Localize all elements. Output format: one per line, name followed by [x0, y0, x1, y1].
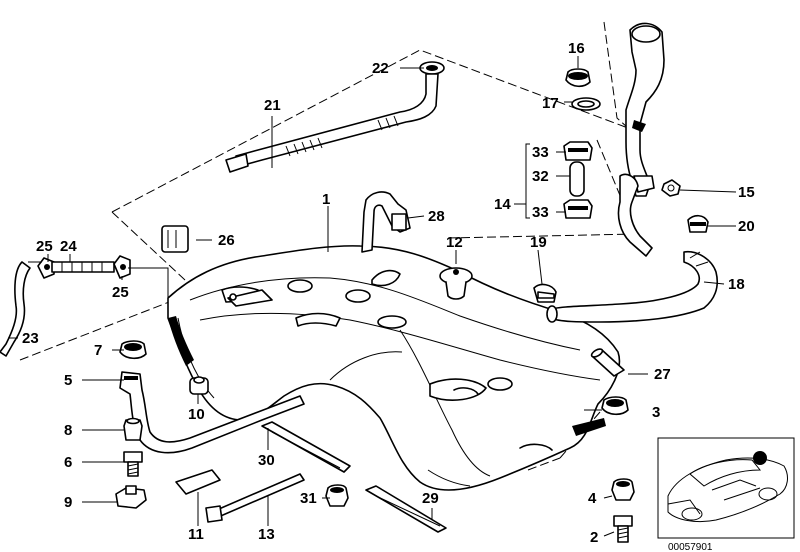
part-25-clamp-right	[113, 255, 131, 279]
part-11-pad	[175, 469, 221, 495]
callout-26: 26	[218, 232, 235, 249]
callout-33-lower: 33	[532, 204, 549, 221]
part-32-hose	[569, 161, 585, 197]
part-21-vent-pipe	[225, 73, 439, 173]
callout-23: 23	[22, 330, 39, 347]
part-13-cable-tie	[205, 473, 305, 523]
callout-17: 17	[542, 95, 559, 112]
part-30-heat-shield	[261, 421, 351, 473]
leader-lines	[8, 56, 737, 537]
part-15-nut	[661, 179, 681, 197]
callout-20: 20	[738, 218, 755, 235]
callout-25-right: 25	[112, 284, 129, 301]
part-29-heat-shield	[365, 485, 447, 533]
callout-24: 24	[60, 238, 77, 255]
dashed-reference-lines	[19, 21, 637, 471]
callout-31: 31	[300, 490, 317, 507]
callout-13: 13	[258, 526, 275, 543]
callout-11: 11	[188, 526, 204, 543]
callout-22: 22	[372, 60, 389, 77]
fuel-tank	[167, 245, 621, 491]
part-23-hose	[0, 261, 31, 357]
part-31-grommet	[325, 484, 349, 507]
callout-5: 5	[64, 372, 72, 389]
callout-15: 15	[738, 184, 755, 201]
callout-32: 32	[532, 168, 549, 185]
inset-frame	[657, 437, 795, 539]
car-outline-icon	[667, 457, 788, 523]
callout-8: 8	[64, 422, 72, 439]
location-marker-icon	[753, 451, 767, 465]
reference-number: 00057901	[668, 542, 713, 552]
part-28-bracket	[361, 191, 411, 253]
hose-routing-line	[128, 267, 169, 300]
vehicle-location-inset: 00057901	[657, 437, 795, 552]
part-7-rubber-mount	[119, 340, 147, 360]
part-8-spacer	[123, 417, 143, 441]
part-27-sleeve	[590, 348, 625, 377]
part-6-bolt	[123, 451, 143, 477]
callout-14: 14	[494, 196, 511, 213]
part-20-clamp	[687, 214, 709, 233]
callout-2: 2	[590, 529, 598, 546]
part-10-bushing	[189, 376, 209, 395]
part-19-clip	[533, 283, 557, 303]
callout-33-upper: 33	[532, 144, 549, 161]
callout-3: 3	[652, 404, 660, 421]
part-17-seal-ring	[571, 97, 601, 111]
callout-10: 10	[188, 406, 205, 423]
callout-9: 9	[64, 494, 72, 511]
callout-18: 18	[728, 276, 745, 293]
part-9-nut-clip	[115, 485, 147, 509]
part-26-block	[161, 225, 189, 253]
callout-7: 7	[94, 342, 102, 359]
callout-4: 4	[588, 490, 597, 507]
part-24-hose	[51, 261, 115, 273]
callout-30: 30	[258, 452, 275, 469]
callout-19: 19	[530, 234, 547, 251]
part-33-clamp-lower	[563, 199, 593, 219]
part-12-grommet	[439, 267, 473, 300]
part-16-cap	[565, 68, 591, 88]
callout-29: 29	[422, 490, 439, 507]
part-4-grommet	[611, 478, 635, 501]
callout-27: 27	[654, 366, 671, 383]
callout-1: 1	[322, 191, 330, 208]
callout-labels: 1 2 3 4 5 6 7 8 9 10 11 12 13 14 15 16 1…	[22, 40, 755, 546]
callout-6: 6	[64, 454, 72, 471]
callout-28: 28	[428, 208, 445, 225]
callout-25-left: 25	[36, 238, 53, 255]
callout-21: 21	[264, 97, 281, 114]
part-2-bolt	[613, 515, 633, 543]
callout-12: 12	[446, 234, 463, 251]
part-33-clamp-upper	[563, 141, 593, 161]
callout-16: 16	[568, 40, 585, 57]
part-3-rubber-mount	[601, 396, 629, 416]
